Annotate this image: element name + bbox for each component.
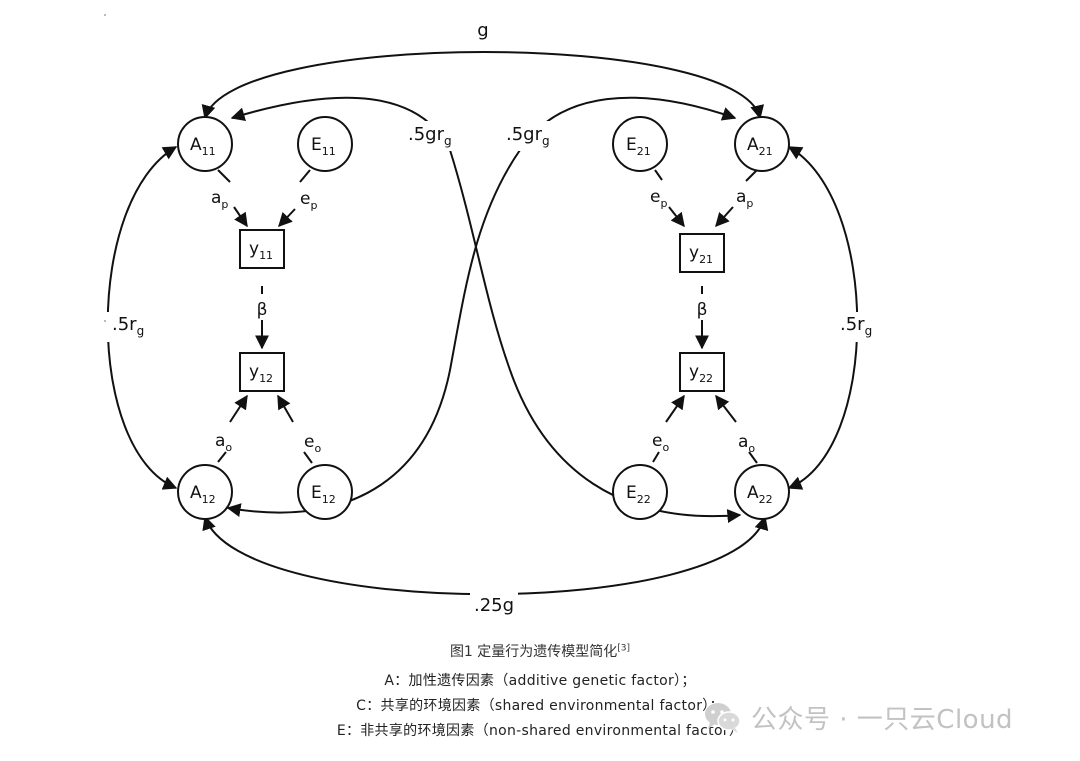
wechat-icon bbox=[705, 703, 741, 733]
node-a22 bbox=[734, 464, 790, 520]
node-y21 bbox=[679, 233, 725, 273]
node-e21-label: E21 bbox=[626, 135, 651, 158]
path-25g-a12-a22 bbox=[202, 515, 769, 596]
path-5grg-a21-a12 bbox=[226, 96, 737, 517]
node-y12 bbox=[239, 352, 285, 392]
caption-reference: [3] bbox=[617, 643, 631, 654]
node-y11 bbox=[239, 229, 285, 269]
caption-line-e: E：非共享的环境因素（non-shared environmental fact… bbox=[336, 723, 744, 739]
node-y22 bbox=[679, 352, 725, 392]
label-eo-right: eo bbox=[652, 431, 669, 454]
label-eo-left: eo bbox=[304, 432, 321, 455]
label-5rg-right: .5rg bbox=[840, 314, 872, 338]
label-5grg-right: .5grg bbox=[506, 124, 550, 148]
node-a22-label: A22 bbox=[747, 483, 773, 506]
label-ao-left: ao bbox=[215, 431, 232, 454]
node-a11-label: A11 bbox=[190, 135, 216, 158]
label-ep-right: ep bbox=[650, 187, 667, 210]
node-e21 bbox=[612, 116, 668, 172]
label-beta-right: β bbox=[697, 300, 708, 320]
label-beta-left: β bbox=[257, 300, 268, 320]
behavior-genetics-path-diagram: g .25g .5rg .5rg .5grg .5grg ap ep β ao … bbox=[106, 20, 873, 616]
node-e22-label: E22 bbox=[626, 483, 651, 506]
caption-line-c: C：共享的环境因素（shared environmental factor）； bbox=[356, 698, 724, 714]
node-a21-label: A21 bbox=[747, 135, 773, 158]
node-a12 bbox=[177, 464, 233, 520]
stray-dot bbox=[104, 320, 106, 322]
caption-title-text: 图1 定量行为遗传模型简化 bbox=[449, 644, 618, 660]
label-ap-left: ap bbox=[211, 188, 228, 211]
node-y11-label: y11 bbox=[249, 239, 273, 262]
label-ep-left: ep bbox=[300, 189, 317, 212]
watermark-text: 公众号 · 一只云Cloud bbox=[751, 704, 1014, 735]
caption-line-a: A：加性遗传因素（additive genetic factor）； bbox=[384, 673, 696, 689]
node-e22 bbox=[612, 464, 668, 520]
watermark: 公众号 · 一只云Cloud bbox=[703, 697, 1013, 737]
path-g-a11-a21 bbox=[201, 51, 764, 120]
label-5rg-left: .5rg bbox=[112, 314, 144, 338]
stray-dot bbox=[104, 14, 106, 16]
node-y22-label: y22 bbox=[689, 362, 713, 385]
label-ap-right: ap bbox=[736, 187, 753, 210]
label-25g: .25g bbox=[474, 595, 514, 616]
node-e11-label: E11 bbox=[311, 135, 336, 158]
node-y21-label: y21 bbox=[689, 243, 713, 266]
node-a21 bbox=[734, 116, 790, 172]
label-ao-right: ao bbox=[738, 432, 755, 455]
label-5grg-left: .5grg bbox=[408, 124, 452, 148]
node-e12 bbox=[297, 464, 353, 520]
node-e12-label: E12 bbox=[311, 483, 336, 506]
node-y12-label: y12 bbox=[249, 362, 273, 385]
node-a12-label: A12 bbox=[190, 483, 216, 506]
node-a11 bbox=[177, 116, 233, 172]
figure-caption-title: 图1 定量行为遗传模型简化[3] bbox=[0, 641, 1080, 661]
node-e11 bbox=[297, 116, 353, 172]
label-g: g bbox=[477, 20, 488, 41]
